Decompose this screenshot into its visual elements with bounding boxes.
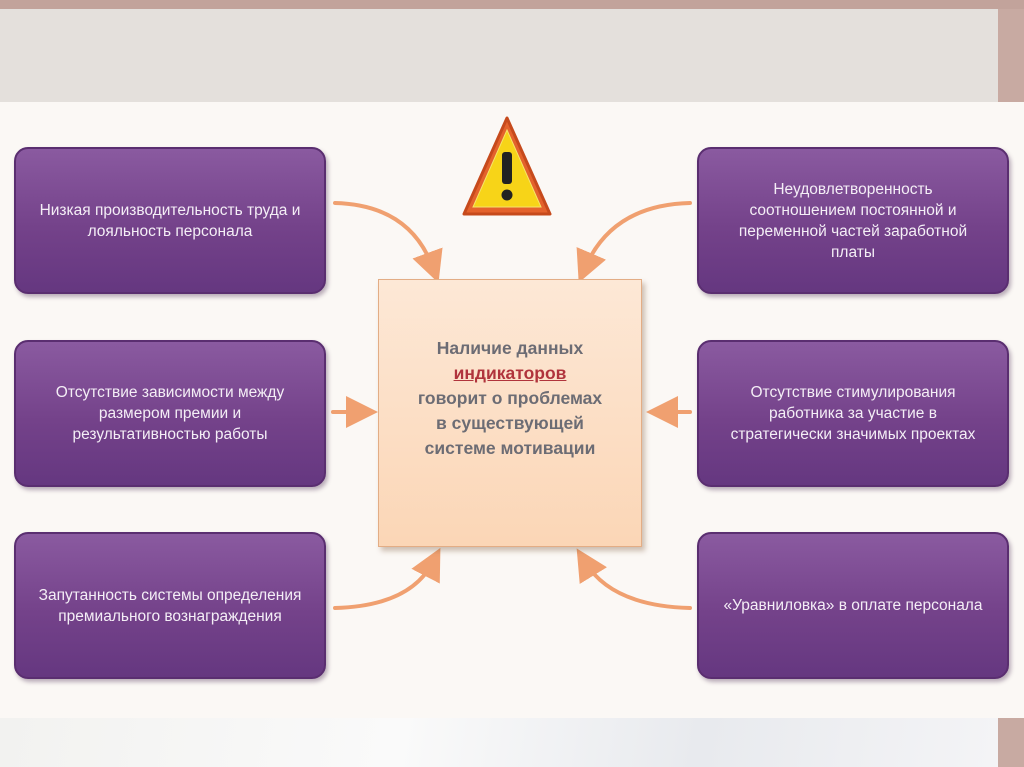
indicator-text: Отсутствие стимулирования работника за у…	[730, 384, 976, 443]
warning-triangle-icon	[462, 116, 552, 216]
indicator-text: Низкая производительность труда и лояльн…	[39, 201, 301, 240]
top-accent-line	[0, 0, 1024, 9]
indicator-box-left-top: Низкая производительность труда и лояльн…	[14, 147, 326, 294]
center-conclusion-box: Наличие данных индикаторов говорит о про…	[378, 279, 642, 547]
center-highlight-word: индикаторов	[453, 362, 567, 383]
arrow-right-top	[576, 201, 692, 283]
indicator-text: Запутанность системы определения премиал…	[38, 586, 302, 625]
arrow-left-top	[333, 201, 443, 284]
indicator-text: Неудовлетворенность соотношением постоян…	[738, 180, 968, 261]
indicator-text: Отсутствие зависимости между размером пр…	[55, 384, 285, 443]
arrow-left-bottom	[333, 547, 441, 610]
center-line-4: в существующей	[436, 412, 584, 433]
center-line-5: системе мотивации	[424, 437, 596, 458]
indicator-box-left-middle: Отсутствие зависимости между размером пр…	[14, 340, 326, 487]
indicator-text: «Уравниловка» в оплате персонала	[723, 597, 983, 614]
indicator-box-left-bottom: Запутанность системы определения премиал…	[14, 532, 326, 679]
footer-band	[0, 718, 998, 767]
arrow-right-bottom	[576, 548, 692, 610]
indicator-box-right-bottom: «Уравниловка» в оплате персонала	[697, 532, 1009, 679]
indicator-box-right-middle: Отсутствие стимулирования работника за у…	[697, 340, 1009, 487]
center-line-3: говорит о проблемах	[417, 387, 603, 408]
right-accent-bar-bottom	[998, 718, 1024, 767]
center-line-1: Наличие данных	[436, 337, 584, 358]
header-band	[0, 9, 998, 102]
indicator-box-right-top: Неудовлетворенность соотношением постоян…	[697, 147, 1009, 294]
right-edge	[1010, 102, 1024, 718]
right-accent-bar	[998, 9, 1024, 102]
